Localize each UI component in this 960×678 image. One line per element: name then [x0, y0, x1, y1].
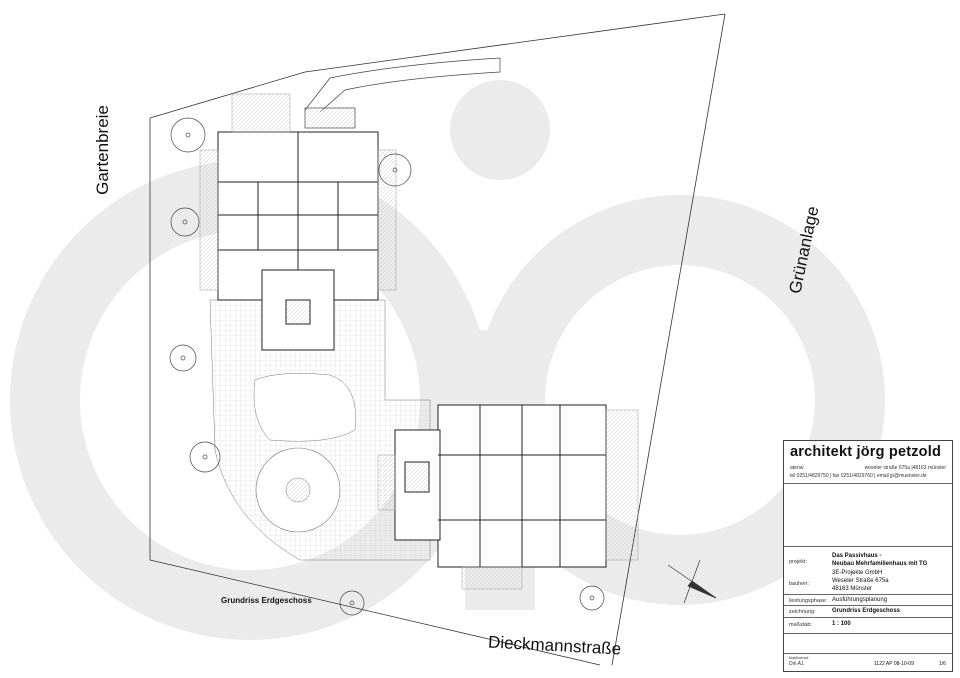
divider — [784, 605, 952, 606]
phase-value: Ausführungsplanung — [832, 597, 888, 603]
trees — [169, 117, 605, 616]
divider — [784, 633, 952, 634]
divider — [784, 653, 952, 654]
building-southeast — [377, 404, 639, 590]
divider — [784, 617, 952, 618]
scale-label: maßstab: — [789, 622, 812, 628]
north-arrow-icon — [667, 559, 717, 604]
divider — [784, 594, 952, 595]
paved-courtyard — [209, 299, 431, 561]
firm-name: architekt jörg petzold — [790, 444, 942, 460]
client-label: bauherr: — [789, 581, 810, 587]
client-line-2: Weseler Straße 675a — [832, 578, 889, 584]
client-line-1: 3E-Projekte GmbH — [832, 570, 883, 576]
project-line-2: Neubau Mehrfamilienhaus mit TG — [832, 561, 928, 567]
project-line-1: Das Passivhaus - — [832, 553, 882, 559]
phase-label: leistungsphase: — [789, 598, 828, 604]
firm-contact: tel 0251/4829750 | fax 0251/4829760 | em… — [790, 473, 927, 479]
building-north — [199, 93, 397, 351]
plan-number: 1122 AP 08-10-09 — [874, 661, 914, 667]
plan-label: Grundriss Erdgeschoss — [221, 596, 312, 605]
drawing-label: zeichnung: — [789, 609, 816, 615]
sheet-number: 1/6 — [939, 661, 946, 667]
project-label: projekt: — [789, 559, 808, 565]
scale-value: 1 : 100 — [832, 621, 851, 627]
firm-address-right: weseler straße 675a |48163 münster — [864, 465, 946, 471]
street-label-west: Gartenbreie — [92, 105, 112, 195]
firm-address-left: atenw — [790, 465, 804, 471]
garage-ramp — [304, 57, 501, 129]
format-value: Din A1 — [789, 661, 804, 667]
divider — [784, 546, 952, 547]
format-label: blattformat: — [789, 655, 810, 660]
client-line-3: 48163 Münster — [832, 586, 873, 592]
divider — [784, 483, 952, 484]
title-block: architekt jörg petzold atenw weseler str… — [783, 440, 953, 672]
drawing-value: Grundriss Erdgeschoss — [832, 608, 901, 614]
